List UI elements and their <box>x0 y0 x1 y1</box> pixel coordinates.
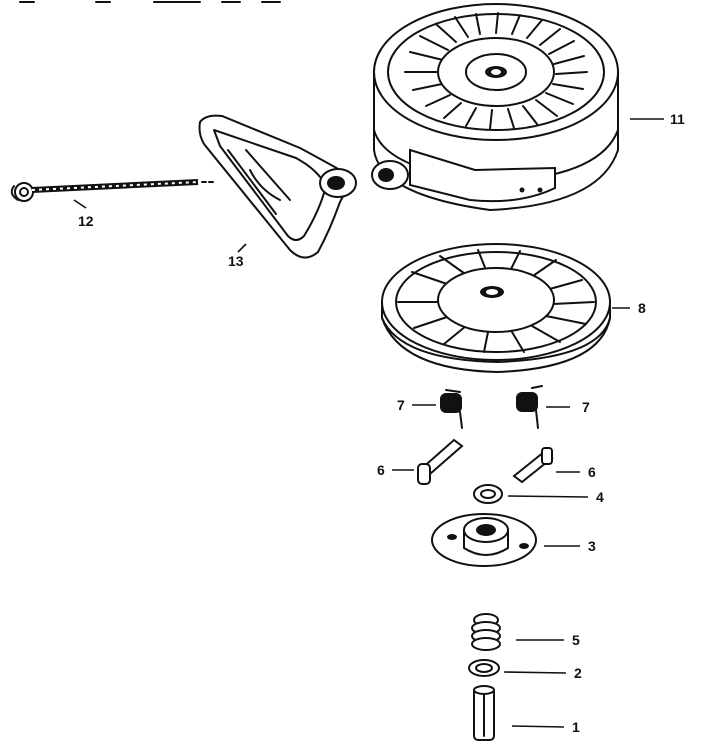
pawl-spring-left <box>440 389 463 429</box>
center-screw <box>473 685 495 741</box>
starter-rope <box>10 179 215 202</box>
label-part-5: 5 <box>572 632 580 648</box>
label-part-7-left: 7 <box>397 397 405 413</box>
pulley-spokes <box>397 249 595 353</box>
label-part-12: 12 <box>78 213 94 229</box>
label-part-7-right: 7 <box>582 399 590 415</box>
pawl-spring-right <box>516 385 543 429</box>
starter-housing <box>371 3 619 212</box>
washer <box>473 484 503 504</box>
rewind-pulley <box>381 243 611 374</box>
leader-lines <box>73 118 664 728</box>
label-part-6-left: 6 <box>377 462 385 478</box>
pawl-left <box>417 438 464 485</box>
label-part-13: 13 <box>228 253 244 269</box>
brake-spring <box>471 613 501 651</box>
pawl-right <box>512 447 554 484</box>
label-part-4: 4 <box>596 489 604 505</box>
part-labels: 11 12 13 8 7 7 6 6 4 3 5 2 1 <box>78 111 685 735</box>
screw-washer <box>468 659 500 677</box>
label-part-6-right: 6 <box>588 464 596 480</box>
label-part-2: 2 <box>574 665 582 681</box>
label-part-3: 3 <box>588 538 596 554</box>
pawl-retainer <box>431 513 537 567</box>
label-part-1: 1 <box>572 719 580 735</box>
starter-handle <box>198 114 357 259</box>
label-part-8: 8 <box>638 300 646 316</box>
housing-fins <box>404 12 588 130</box>
label-part-11: 11 <box>670 111 685 127</box>
